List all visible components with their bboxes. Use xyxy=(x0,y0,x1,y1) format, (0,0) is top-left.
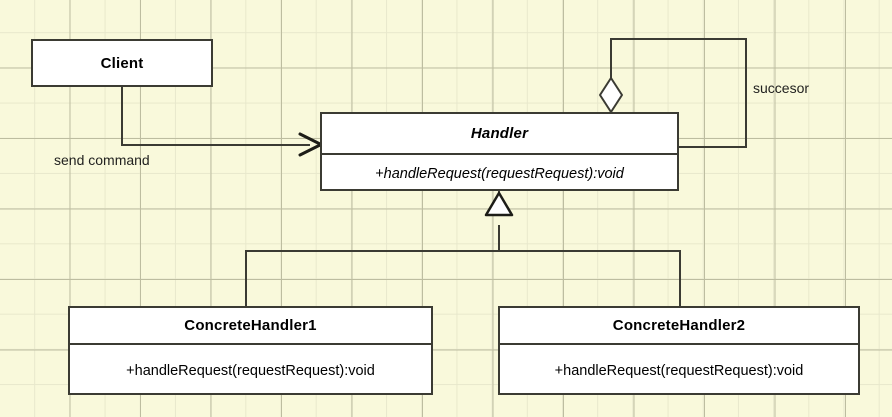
successor-line-left xyxy=(610,38,612,86)
generalization-branch-left xyxy=(245,250,247,307)
class-operation-concrete-handler-2: +handleRequest(requestRequest):void xyxy=(500,343,858,397)
generalization-branch-right xyxy=(679,250,681,307)
class-name-client: Client xyxy=(100,54,144,72)
class-box-handler[interactable]: Handler +handleRequest(requestRequest):v… xyxy=(320,112,679,191)
class-operation-handler: +handleRequest(requestRequest):void xyxy=(322,153,677,193)
class-name-concrete-handler-2: ConcreteHandler2 xyxy=(612,317,746,334)
class-name-handler: Handler xyxy=(470,125,529,142)
association-line-client-vertical xyxy=(121,87,123,146)
hollow-triangle-icon xyxy=(484,191,514,217)
association-label-send-command: send command xyxy=(54,152,150,168)
association-line-client-horizontal xyxy=(121,144,310,146)
class-box-concrete-handler-1[interactable]: ConcreteHandler1 +handleRequest(requestR… xyxy=(68,306,433,395)
class-name-concrete-handler-1: ConcreteHandler1 xyxy=(184,317,317,334)
generalization-crossbar xyxy=(245,250,681,252)
hollow-diamond-icon xyxy=(598,76,624,114)
successor-line-top xyxy=(610,38,747,40)
successor-line-bottom xyxy=(679,146,747,148)
class-box-client[interactable]: Client xyxy=(31,39,213,87)
class-operation-concrete-handler-1: +handleRequest(requestRequest):void xyxy=(70,343,431,397)
successor-line-right xyxy=(745,38,747,148)
generalization-stem-lower xyxy=(498,225,500,252)
association-label-successor: succesor xyxy=(753,80,810,96)
class-box-concrete-handler-2[interactable]: ConcreteHandler2 +handleRequest(requestR… xyxy=(498,306,860,395)
